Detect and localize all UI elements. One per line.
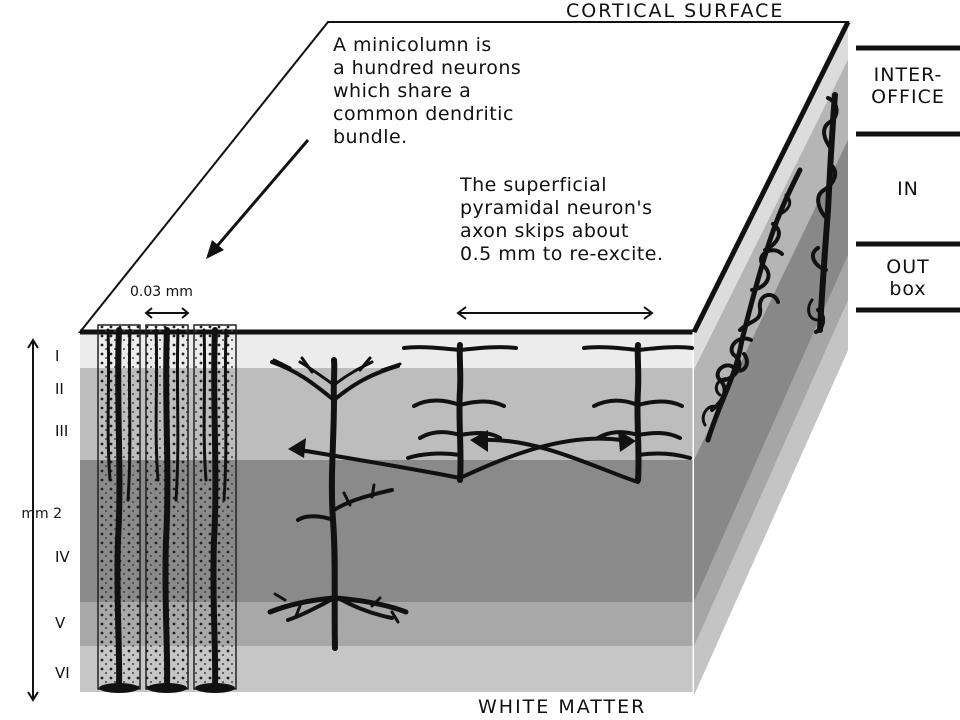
layer-ii-label: II <box>55 380 64 398</box>
out-box-label: OUT box <box>886 256 930 300</box>
minicolumn-width-label: 0.03 mm <box>130 284 193 300</box>
layer-v-label: V <box>55 614 66 632</box>
layer-vi-label: VI <box>55 664 70 682</box>
layer-iv-label: IV <box>55 548 70 566</box>
layer-iii-label: III <box>55 422 69 440</box>
side-dendrites <box>701 92 839 443</box>
minicolumns <box>97 324 237 693</box>
cortex-depth-label: 2 mm <box>21 506 62 522</box>
side-face <box>691 20 851 695</box>
layer-i-label: I <box>55 347 60 365</box>
superficial-neuron-left <box>402 342 518 483</box>
white-matter-label: WHITE MATTER <box>478 696 647 718</box>
inter-office-box-label: INTER- OFFICE <box>871 64 945 108</box>
minicolumn-note: A minicolumn is a hundred neurons which … <box>333 34 522 148</box>
in-box-label: IN <box>897 178 919 200</box>
skipping-axons <box>288 430 640 484</box>
deep-pyramidal-neuron <box>267 356 409 651</box>
axon-note: The superficial pyramidal neuron's axon … <box>460 174 664 265</box>
inbox-panel-lines <box>856 45 960 313</box>
cortical-surface-label: CORTICAL SURFACE <box>566 0 785 22</box>
annotation-arrows <box>27 139 654 702</box>
